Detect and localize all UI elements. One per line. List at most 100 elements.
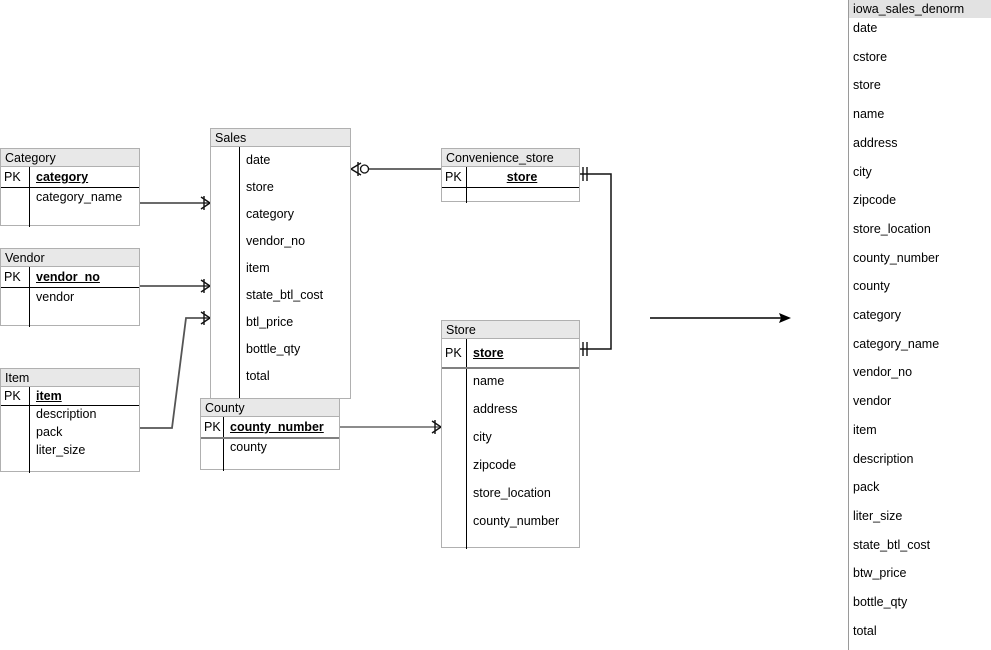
- entity-field-row[interactable]: [1, 459, 139, 477]
- field-name: city: [473, 430, 492, 444]
- entity-field-row[interactable]: PK category: [1, 167, 139, 187]
- denorm-column-item[interactable]: liter_size: [853, 508, 903, 523]
- field-name: store: [246, 180, 274, 194]
- field-name: vendor: [36, 290, 75, 304]
- pk-separator: [1, 287, 139, 288]
- denorm-column-item[interactable]: state_btl_cost: [853, 537, 931, 552]
- entity-field-row[interactable]: liter_size: [1, 441, 139, 459]
- entity-title-category: Category: [1, 149, 139, 167]
- field-name: total: [246, 369, 270, 383]
- denorm-column-item[interactable]: county: [853, 279, 890, 294]
- entity-field-row[interactable]: name: [442, 367, 579, 395]
- key-column-divider: [29, 387, 30, 473]
- entity-field-row[interactable]: county_number: [442, 507, 579, 535]
- entity-field-row[interactable]: date: [211, 147, 350, 174]
- key-column-divider: [466, 339, 467, 549]
- entity-field-row[interactable]: bottle_qty: [211, 336, 350, 363]
- denorm-column-item[interactable]: address: [853, 135, 898, 150]
- entity-field-row[interactable]: PK vendor_no: [1, 267, 139, 287]
- connector-vendor-sales: [140, 279, 211, 293]
- field-name: date: [246, 153, 271, 167]
- entity-field-row[interactable]: zipcode: [442, 451, 579, 479]
- pk-separator: [1, 405, 139, 406]
- denorm-column-item[interactable]: county_number: [853, 250, 940, 265]
- field-name: address: [473, 402, 518, 416]
- entity-title-vendor: Vendor: [1, 249, 139, 267]
- denorm-column-item[interactable]: cstore: [853, 49, 888, 64]
- key-column-divider: [29, 267, 30, 327]
- denorm-column-item[interactable]: zipcode: [853, 193, 897, 208]
- denorm-column-item[interactable]: store_location: [853, 221, 931, 236]
- denorm-column-item[interactable]: vendor: [853, 394, 892, 409]
- denorm-column-item[interactable]: pack: [853, 480, 880, 495]
- entity-field-row[interactable]: item: [211, 255, 350, 282]
- denorm-column-item[interactable]: item: [853, 422, 877, 437]
- pk-separator: [201, 437, 339, 439]
- entity-field-row[interactable]: address: [442, 395, 579, 423]
- field-name: category: [246, 207, 294, 221]
- entity-field-row[interactable]: store_location: [442, 479, 579, 507]
- field-name: category_name: [36, 190, 123, 204]
- denorm-column-item[interactable]: description: [853, 451, 914, 466]
- entity-title-county: County: [201, 399, 339, 417]
- field-name: bottle_qty: [246, 342, 301, 356]
- entity-title-item: Item: [1, 369, 139, 387]
- key-column-divider: [29, 167, 30, 227]
- entity-title-sales: Sales: [211, 129, 350, 147]
- entity-field-row[interactable]: category: [211, 201, 350, 228]
- field-name: state_btl_cost: [246, 288, 324, 302]
- entity-field-row[interactable]: store: [211, 174, 350, 201]
- key-column-divider: [223, 417, 224, 471]
- denorm-column-item[interactable]: city: [853, 164, 872, 179]
- entity-field-row[interactable]: [1, 307, 139, 327]
- field-name: btl_price: [246, 315, 294, 329]
- field-key-badge: PK: [4, 270, 21, 284]
- entity-field-row[interactable]: state_btl_cost: [211, 282, 350, 309]
- denorm-column-item[interactable]: bottle_qty: [853, 595, 908, 609]
- entity-field-row[interactable]: vendor: [1, 287, 139, 307]
- denorm-column-item[interactable]: date: [853, 21, 878, 35]
- denorm-column-item[interactable]: total: [853, 623, 877, 638]
- field-name: name: [473, 374, 505, 388]
- entity-field-row[interactable]: county: [201, 437, 339, 457]
- denorm-column-item[interactable]: category: [853, 308, 901, 322]
- field-name: county_number: [473, 514, 560, 528]
- denorm-column-item[interactable]: category_name: [853, 336, 940, 351]
- entity-field-row[interactable]: description: [1, 405, 139, 423]
- entity-field-row[interactable]: vendor_no: [211, 228, 350, 255]
- denorm-table-title: iowa_sales_denorm: [849, 0, 991, 18]
- denorm-column-item[interactable]: store: [853, 78, 881, 93]
- entity-field-row[interactable]: [201, 457, 339, 477]
- entity-field-row[interactable]: [442, 187, 579, 207]
- entity-field-row[interactable]: btl_price: [211, 309, 350, 336]
- field-name: vendor_no: [36, 270, 100, 284]
- denorm-column-item[interactable]: vendor_no: [853, 365, 913, 380]
- key-column-divider: [466, 167, 467, 203]
- denorm-column-item[interactable]: name: [853, 107, 885, 122]
- entity-field-row[interactable]: total: [211, 363, 350, 390]
- field-key-badge: PK: [4, 170, 21, 184]
- entity-field-row[interactable]: category_name: [1, 187, 139, 207]
- entity-field-row[interactable]: city: [442, 423, 579, 451]
- field-name: category: [36, 170, 89, 184]
- denorm-column-item[interactable]: btw_price: [853, 566, 907, 581]
- entity-field-row[interactable]: pack: [1, 423, 139, 441]
- entity-field-row[interactable]: [1, 207, 139, 227]
